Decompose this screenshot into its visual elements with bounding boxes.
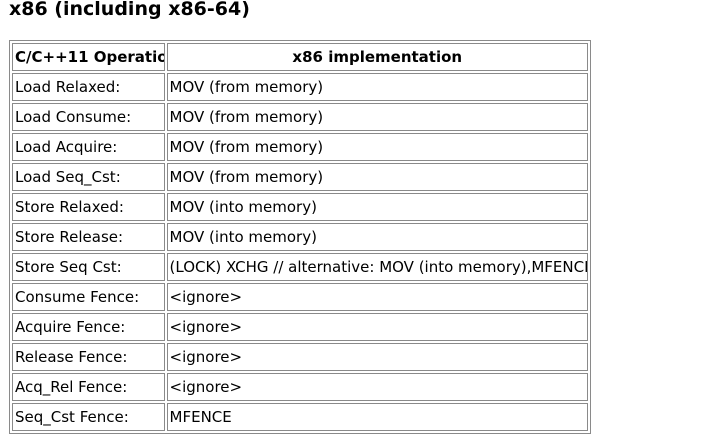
- operation-cell: Consume Fence:: [12, 283, 165, 311]
- implementation-cell: <ignore>: [166, 343, 588, 371]
- table-row: Load Relaxed: MOV (from memory): [12, 73, 588, 101]
- table-header-row: C/C++11 Operation x86 implementation: [12, 43, 588, 71]
- implementation-cell: <ignore>: [166, 373, 588, 401]
- table-row: Release Fence: <ignore>: [12, 343, 588, 371]
- implementation-cell: MOV (into memory): [166, 223, 588, 251]
- implementation-cell: MOV (from memory): [166, 103, 588, 131]
- table-row: Store Seq Cst: (LOCK) XCHG // alternativ…: [12, 253, 588, 281]
- table-row: Load Seq_Cst: MOV (from memory): [12, 163, 588, 191]
- table-row: Seq_Cst Fence: MFENCE: [12, 403, 588, 431]
- implementation-cell: MOV (into memory): [166, 193, 588, 221]
- mapping-table-container: C/C++11 Operation x86 implementation Loa…: [9, 40, 591, 434]
- table-row: Consume Fence: <ignore>: [12, 283, 588, 311]
- operation-cell: Acq_Rel Fence:: [12, 373, 165, 401]
- mapping-table: C/C++11 Operation x86 implementation Loa…: [9, 40, 591, 434]
- implementation-cell: MFENCE: [166, 403, 588, 431]
- operation-cell: Store Release:: [12, 223, 165, 251]
- implementation-cell: MOV (from memory): [166, 163, 588, 191]
- table-row: Load Consume: MOV (from memory): [12, 103, 588, 131]
- operation-cell: Load Acquire:: [12, 133, 165, 161]
- operation-cell: Seq_Cst Fence:: [12, 403, 165, 431]
- implementation-cell: MOV (from memory): [166, 133, 588, 161]
- table-row: Acquire Fence: <ignore>: [12, 313, 588, 341]
- operation-cell: Load Consume:: [12, 103, 165, 131]
- table-row: Load Acquire: MOV (from memory): [12, 133, 588, 161]
- column-header-implementation: x86 implementation: [166, 43, 588, 71]
- operation-cell: Store Seq Cst:: [12, 253, 165, 281]
- operation-cell: Load Seq_Cst:: [12, 163, 165, 191]
- implementation-cell: (LOCK) XCHG // alternative: MOV (into me…: [166, 253, 588, 281]
- implementation-cell: MOV (from memory): [166, 73, 588, 101]
- operation-cell: Release Fence:: [12, 343, 165, 371]
- implementation-cell: <ignore>: [166, 283, 588, 311]
- operation-cell: Load Relaxed:: [12, 73, 165, 101]
- implementation-cell: <ignore>: [166, 313, 588, 341]
- operation-cell: Acquire Fence:: [12, 313, 165, 341]
- table-row: Store Relaxed: MOV (into memory): [12, 193, 588, 221]
- column-header-operation: C/C++11 Operation: [12, 43, 165, 71]
- operation-cell: Store Relaxed:: [12, 193, 165, 221]
- section-heading: x86 (including x86-64): [9, 0, 250, 20]
- table-row: Acq_Rel Fence: <ignore>: [12, 373, 588, 401]
- table-row: Store Release: MOV (into memory): [12, 223, 588, 251]
